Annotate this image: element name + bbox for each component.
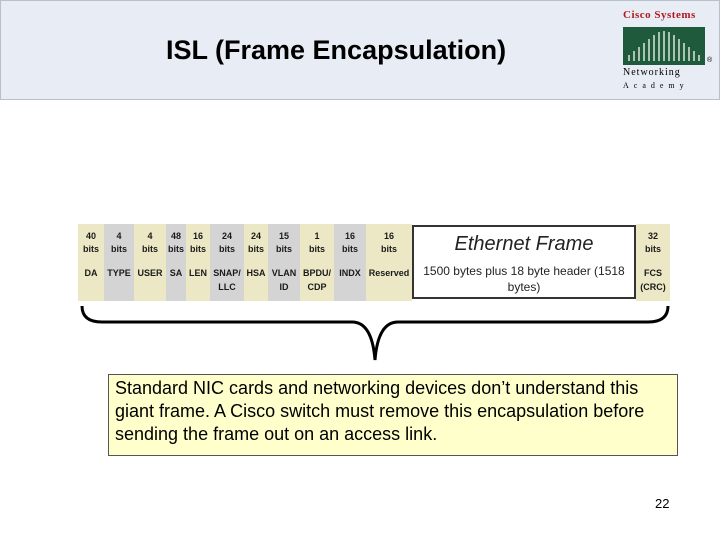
field-name: Reserved	[368, 268, 410, 278]
ethernet-frame-box: Ethernet Frame 1500 bytes plus 18 byte h…	[412, 225, 636, 299]
field-name: SA	[169, 268, 183, 278]
field-name: INDX	[339, 268, 361, 278]
explanation-note: Standard NIC cards and networking device…	[108, 374, 678, 456]
field-name: USER	[137, 268, 163, 278]
cisco-logo: Cisco Systems ® Networking Academy	[621, 9, 713, 93]
field-name: TYPE	[107, 268, 131, 278]
slide-title: ISL (Frame Encapsulation)	[166, 35, 507, 65]
page-number: 22	[655, 496, 670, 511]
logo-company-name: Cisco Systems	[623, 9, 696, 21]
curly-brace	[80, 305, 670, 361]
logo-line-2: Academy	[623, 81, 689, 90]
ethernet-frame-subtitle: 1500 bytes plus 18 byte header (1518 byt…	[423, 264, 625, 294]
field-name: FCS(CRC)	[640, 268, 666, 292]
logo-registered-mark: ®	[707, 57, 713, 64]
ethernet-frame-title: Ethernet Frame	[454, 233, 594, 255]
field-name: SNAP/LLC	[213, 268, 241, 292]
field-name: DA	[84, 268, 98, 278]
field-name: HSA	[246, 268, 266, 278]
logo-line-1: Networking	[623, 67, 681, 78]
slide-header: ISL (Frame Encapsulation) Cisco Systems …	[0, 0, 720, 100]
logo-bridge-icon	[623, 27, 705, 65]
field-name: BPDU/CDP	[302, 268, 331, 292]
field-name: LEN	[189, 268, 207, 278]
